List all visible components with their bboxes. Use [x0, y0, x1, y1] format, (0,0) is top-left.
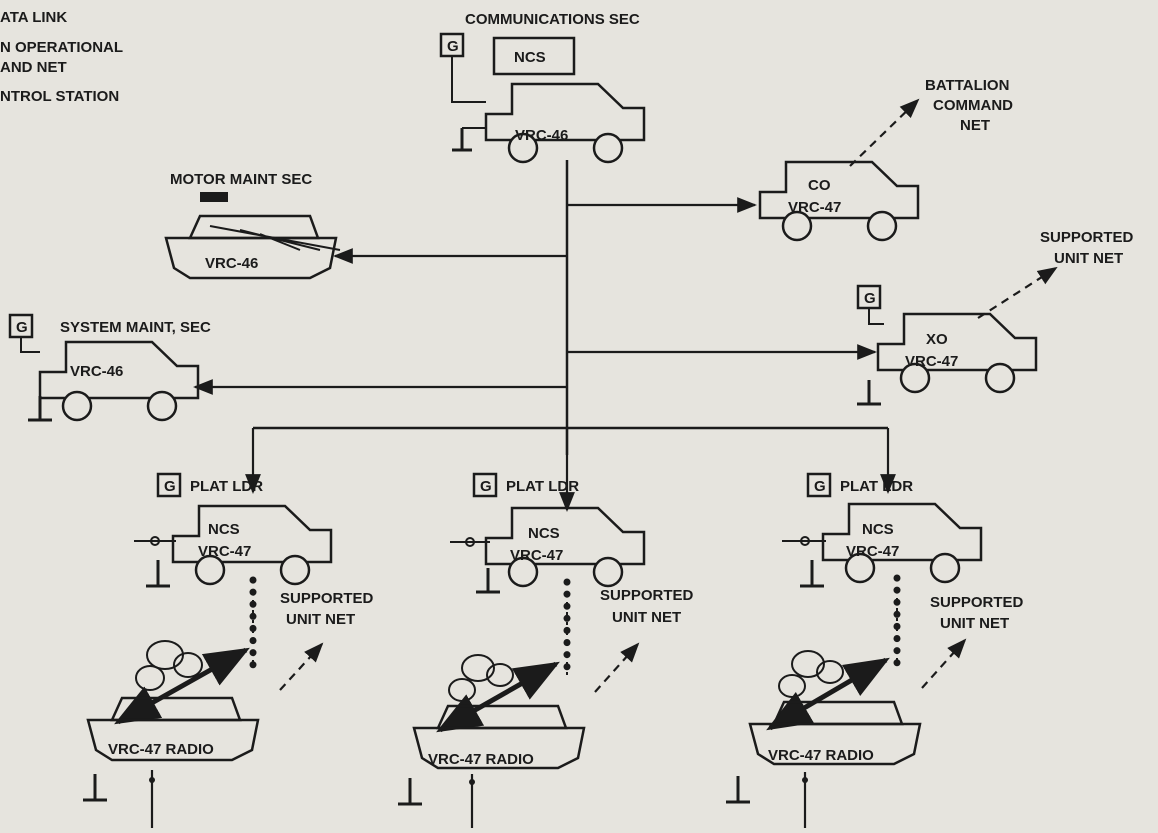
ground-box-label: G [864, 290, 876, 307]
communications-sec-title: COMMUNICATIONS SEC [465, 11, 640, 28]
ground-symbol-icon [83, 774, 107, 800]
ground-box-label: G [164, 478, 176, 495]
platoon-1-tank-label: VRC-47 RADIO [108, 741, 214, 758]
ground-symbol-icon [476, 568, 500, 592]
platoon-3-net-line-2: UNIT NET [940, 615, 1009, 632]
legend-line-3: AND NET [0, 59, 67, 76]
battalion-line-1: BATTALION [925, 77, 1009, 94]
ground-symbol-icon [398, 778, 422, 804]
platoon-3-ncs: NCS [862, 521, 894, 538]
supported-top-line-2: UNIT NET [1054, 250, 1123, 267]
legend-line-4: NTROL STATION [0, 88, 119, 105]
platoon-1-title: PLAT LDR [190, 478, 263, 495]
system-radio-label: VRC-46 [70, 363, 123, 380]
co-node: CO VRC-47 [567, 100, 918, 240]
vehicle-icon [40, 342, 198, 420]
motor-maint-node: MOTOR MAINT SEC VRC-46 [166, 171, 567, 278]
ground-box-label: G [480, 478, 492, 495]
battalion-line-3: NET [960, 117, 990, 134]
platoon-3-title: PLAT LDR [840, 478, 913, 495]
battalion-command-net: BATTALION COMMAND NET [925, 77, 1013, 134]
co-radio-label: VRC-47 [788, 199, 841, 216]
co-to-battalion-link [850, 100, 918, 166]
system-maint-node: G SYSTEM MAINT, SEC VRC-46 [10, 315, 567, 420]
ground-symbol-icon [800, 560, 824, 586]
platoon-2-ncs: NCS [528, 525, 560, 542]
platoon-1-net-line-2: UNIT NET [286, 611, 355, 628]
platoon-3-node: G PLAT LDR NCS VRC-47 SUPPORTED UNIT NET… [726, 474, 1024, 828]
ground-symbol-icon [857, 380, 881, 404]
platoon-2-tank-label: VRC-47 RADIO [428, 751, 534, 768]
platoon-3-radio: VRC-47 [846, 543, 899, 560]
ground-box-label: G [447, 38, 459, 55]
platoon-2-net-line-2: UNIT NET [612, 609, 681, 626]
ncs-label: NCS [514, 49, 546, 66]
platoon-2-title: PLAT LDR [506, 478, 579, 495]
co-label: CO [808, 177, 831, 194]
motor-radio-label: VRC-46 [205, 255, 258, 272]
ground-box-label: G [16, 319, 28, 336]
platoon-3-net-line-1: SUPPORTED [930, 594, 1024, 611]
communications-sec-node: COMMUNICATIONS SEC G NCS VRC-46 [441, 11, 644, 162]
platoon-3-tank-label: VRC-47 RADIO [768, 747, 874, 764]
platoon-2-radio: VRC-47 [510, 547, 563, 564]
platoon-1-node: G PLAT LDR NCS VRC-47 SUPPORTED UNIT NET… [83, 474, 374, 828]
xo-node: G XO VRC-47 [567, 268, 1056, 404]
comm-radio-label: VRC-46 [515, 127, 568, 144]
ground-symbol-icon [146, 560, 170, 586]
ground-symbol-icon [726, 776, 750, 802]
platoon-2-net-line-1: SUPPORTED [600, 587, 694, 604]
xo-radio-label: VRC-47 [905, 353, 958, 370]
vehicle-icon [173, 506, 331, 584]
battalion-line-2: COMMAND [933, 97, 1013, 114]
supported-top-line-1: SUPPORTED [1040, 229, 1134, 246]
system-maint-title: SYSTEM MAINT, SEC [60, 319, 211, 336]
platoon-1-radio: VRC-47 [198, 543, 251, 560]
xo-label: XO [926, 331, 948, 348]
platoon-2-node: G PLAT LDR NCS VRC-47 SUPPORTED UNIT NET… [398, 474, 694, 828]
legend-line-1: ATA LINK [0, 9, 67, 26]
legend-text: ATA LINK N OPERATIONAL AND NET NTROL STA… [0, 9, 123, 105]
legend-line-2: N OPERATIONAL [0, 39, 123, 56]
vehicle-icon [486, 84, 644, 162]
ground-symbol-icon [28, 396, 52, 420]
antenna-icon [200, 192, 228, 202]
ground-box-label: G [814, 478, 826, 495]
platoon-1-ncs: NCS [208, 521, 240, 538]
ground-symbol-icon [452, 128, 472, 150]
supported-unit-net-top: SUPPORTED UNIT NET [1040, 229, 1134, 267]
platoon-1-net-line-1: SUPPORTED [280, 590, 374, 607]
xo-to-supported-link [978, 268, 1056, 318]
motor-maint-title: MOTOR MAINT SEC [170, 171, 312, 188]
